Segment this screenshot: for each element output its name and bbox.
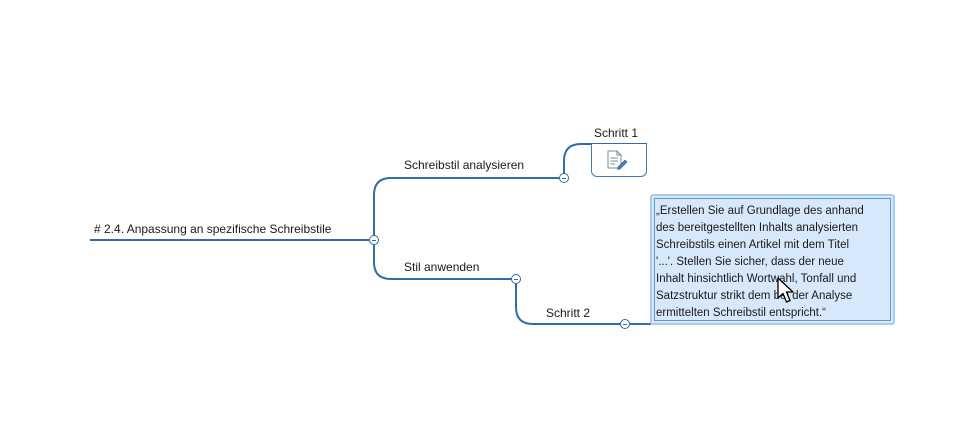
collapse-toggle-step2[interactable] — [620, 319, 630, 329]
connector-step2 — [515, 279, 625, 325]
step2-text-node[interactable]: „Erstellen Sie auf Grundlage des anhand … — [650, 194, 895, 325]
collapse-toggle-branch1[interactable] — [559, 173, 569, 183]
step2-label[interactable]: Schritt 2 — [546, 306, 591, 320]
branch-schreibstil-analysieren[interactable]: Schreibstil analysieren — [404, 158, 525, 172]
connector-step1 — [563, 143, 647, 178]
collapse-toggle-root[interactable] — [369, 235, 379, 245]
connector-branch2 — [373, 240, 516, 280]
collapse-toggle-branch2[interactable] — [511, 274, 521, 284]
text-node-focus-border — [654, 198, 891, 321]
step1-label[interactable]: Schritt 1 — [594, 126, 639, 140]
step1-note-box[interactable] — [591, 144, 647, 177]
document-edit-icon — [607, 150, 628, 170]
root-node-label[interactable]: # 2.4. Anpassung an spezifische Schreibs… — [94, 222, 332, 236]
step2-text-content[interactable]: „Erstellen Sie auf Grundlage des anhand … — [656, 205, 864, 319]
mouse-pointer-icon — [777, 277, 794, 303]
branch-stil-anwenden[interactable]: Stil anwenden — [404, 260, 480, 274]
connector-branch1 — [373, 177, 564, 240]
